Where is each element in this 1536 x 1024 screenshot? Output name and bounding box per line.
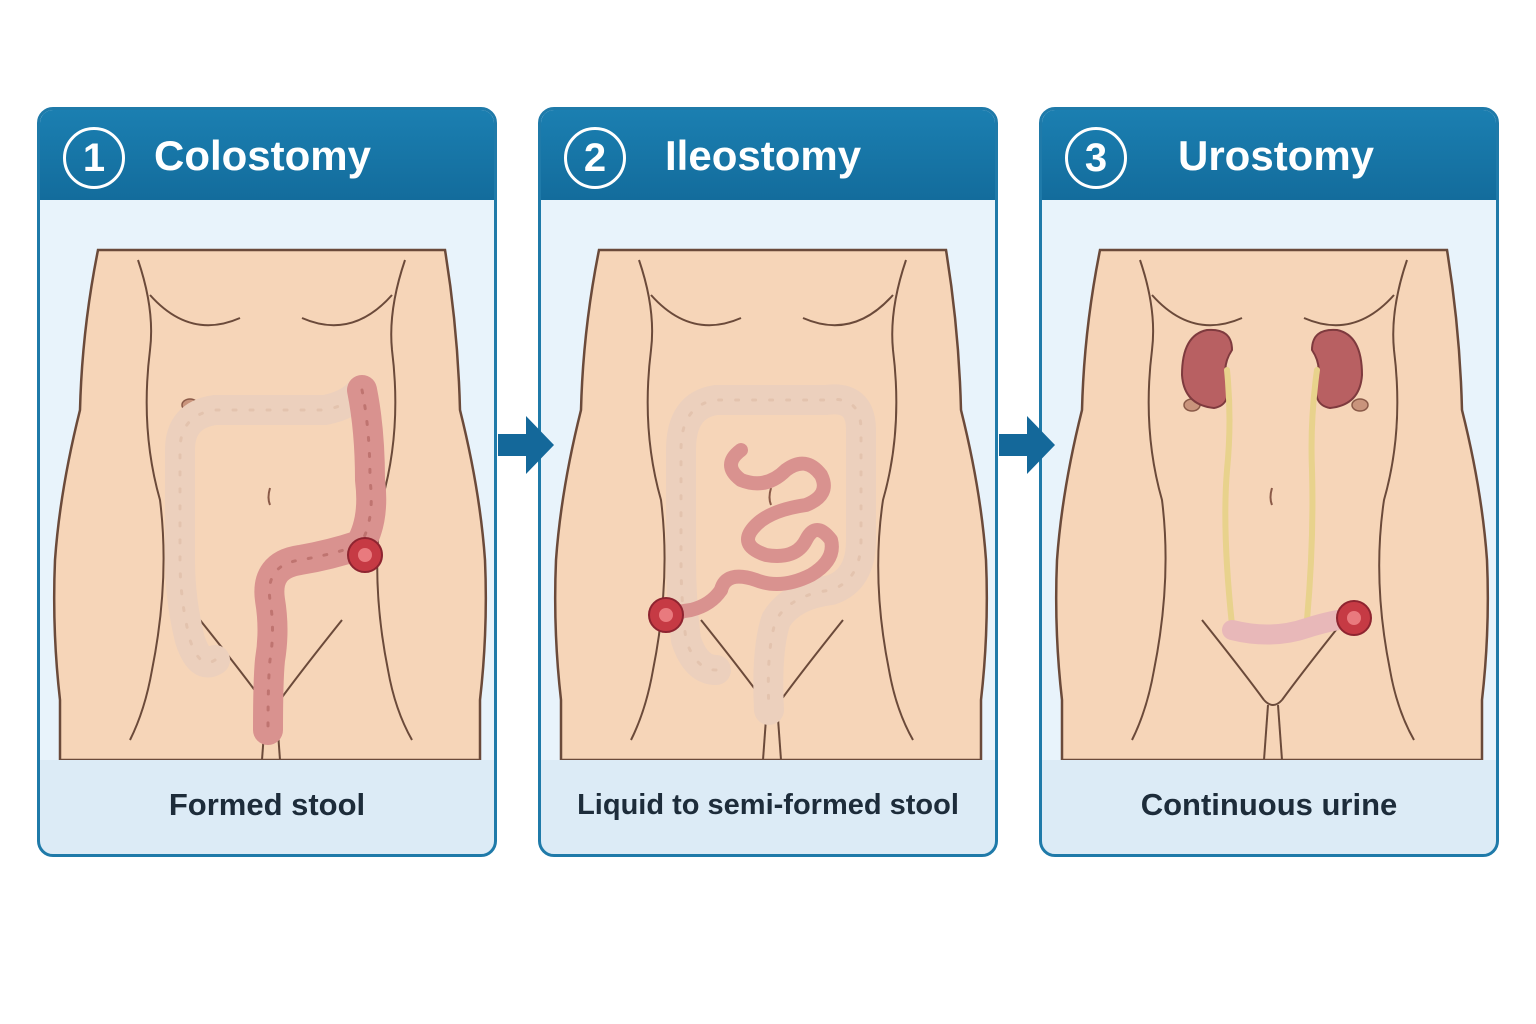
colon	[666, 384, 876, 725]
output-caption: Continuous urine	[1140, 787, 1398, 822]
small-intestine	[714, 443, 839, 597]
panel-header: 3 Urostomy	[1042, 110, 1496, 200]
arrow-right-icon	[498, 416, 554, 474]
arrow-right-icon	[999, 416, 1055, 474]
panel-title: Ileostomy	[665, 132, 862, 179]
output-caption: Liquid to semi-formed stool	[577, 789, 959, 821]
torso-illustration	[40, 200, 494, 760]
torso-illustration	[541, 200, 995, 760]
ileostomy-panel: 2 Ileostomy Liquid to semi-formed stool	[538, 107, 998, 857]
torso-illustration	[1042, 200, 1496, 760]
panel-header: 1 Colostomy	[40, 110, 494, 200]
colon	[165, 375, 387, 745]
panel-title: Urostomy	[1178, 132, 1375, 179]
ureter-left	[1222, 367, 1235, 628]
urostomy-illustration	[1042, 200, 1499, 760]
colostomy-illustration	[40, 200, 497, 760]
urostomy-panel: 3 Urostomy Continuous urine	[1039, 107, 1499, 857]
kidney-right	[1310, 328, 1364, 410]
panel-header: 2 Ileostomy	[541, 110, 995, 200]
colostomy-panel: 1 Colostomy Formed stool	[37, 107, 497, 857]
step-number-badge: 1	[63, 127, 125, 189]
panel-title: Colostomy	[154, 132, 372, 179]
step-number-badge: 3	[1065, 127, 1127, 189]
output-caption: Formed stool	[168, 787, 366, 822]
step-number-badge: 2	[564, 127, 626, 189]
ureter-right	[1304, 367, 1320, 623]
ileostomy-illustration	[541, 200, 998, 760]
